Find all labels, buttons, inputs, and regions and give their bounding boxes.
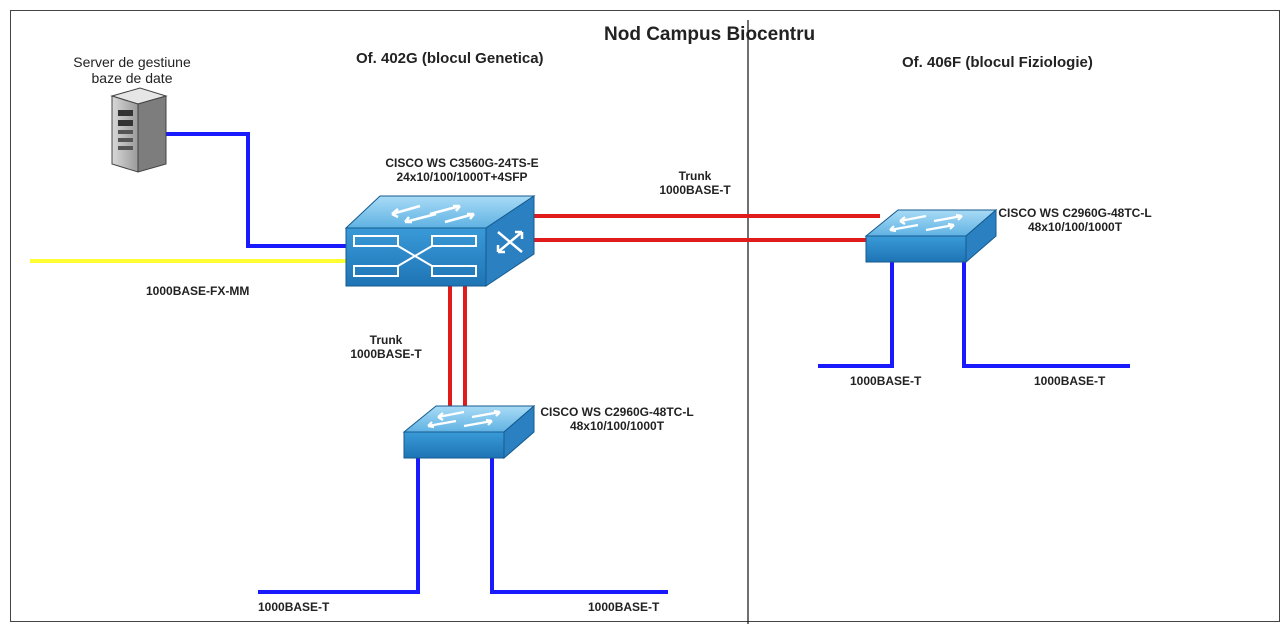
trunk-bottom-line1: Trunk (369, 333, 403, 347)
trunk-right-label: Trunk 1000BASE-T (640, 169, 750, 198)
trunk-right-line1: Trunk (678, 169, 712, 183)
core-switch-icon (344, 195, 536, 287)
right-left-port-label: 1000BASE-T (850, 374, 922, 388)
trunk-right-line2: 1000BASE-T (659, 182, 731, 197)
server-icon (110, 87, 168, 173)
bottom-switch-ports: 48x10/100/1000T (569, 418, 665, 433)
trunk-bottom-label: Trunk 1000BASE-T (336, 333, 436, 362)
server-link (128, 132, 346, 248)
core-switch-ports: 24x10/100/1000T+4SFP (396, 169, 528, 184)
bottom-switch-icon (402, 404, 536, 460)
server-label-line1: Server de gestiune (73, 54, 191, 70)
diagram-frame (10, 10, 1280, 622)
core-switch-model: CISCO WS C3560G-24TS-E (385, 156, 539, 170)
right-switch-drop-left (818, 262, 894, 368)
zone-right-label: Of. 406F (blocul Fiziologie) (902, 54, 1093, 71)
bottom-switch-drop-right (490, 458, 668, 594)
right-right-port-label: 1000BASE-T (1034, 374, 1106, 388)
trunk-bottom-line2: 1000BASE-T (350, 346, 422, 361)
bottom-right-port-label: 1000BASE-T (588, 600, 660, 614)
zone-left-label: Of. 402G (blocul Genetica) (356, 50, 544, 67)
bottom-switch-label: CISCO WS C2960G-48TC-L 48x10/100/1000T (532, 405, 702, 434)
server-label-line2: baze de date (91, 70, 173, 87)
bottom-switch-drop-left (258, 458, 420, 594)
right-switch-label: CISCO WS C2960G-48TC-L 48x10/100/1000T (990, 206, 1160, 235)
bottom-switch-model: CISCO WS C2960G-48TC-L (540, 405, 694, 419)
right-switch-drop-right (962, 262, 1130, 368)
fiber-label: 1000BASE-FX-MM (146, 284, 250, 298)
bottom-left-port-label: 1000BASE-T (258, 600, 330, 614)
right-switch-model: CISCO WS C2960G-48TC-L (998, 206, 1152, 220)
diagram-title: Nod Campus Biocentru (604, 24, 816, 45)
right-switch-ports: 48x10/100/1000T (1027, 219, 1123, 234)
server-label: Server de gestiune baze de date (52, 54, 212, 86)
core-switch-label: CISCO WS C3560G-24TS-E 24x10/100/1000T+4… (362, 156, 562, 185)
right-switch-icon (864, 208, 998, 264)
